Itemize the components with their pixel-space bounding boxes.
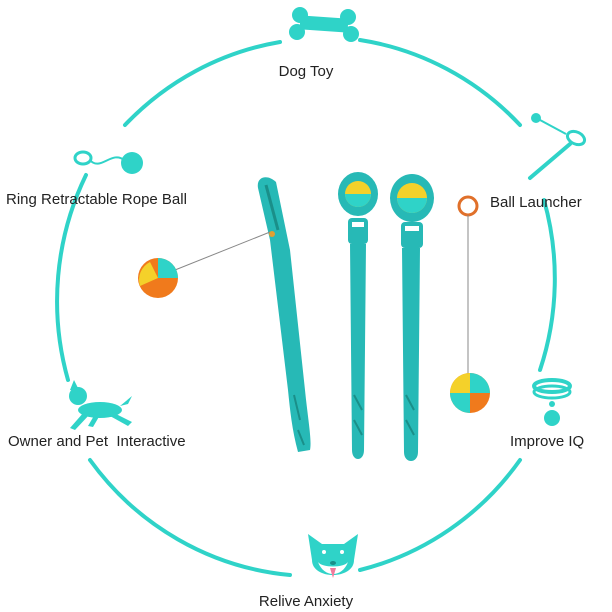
launcher-side-view: [169, 177, 311, 452]
ring-arc-1: [123, 40, 282, 127]
dog-running-icon: [69, 380, 132, 430]
label-relive-anxiety: Relive Anxiety: [258, 593, 354, 610]
label-ball-launcher: Ball Launcher: [490, 194, 582, 211]
launcher-icon: [528, 113, 587, 180]
rope-ball-icon: [73, 150, 143, 174]
ring-arc-4: [538, 198, 557, 372]
launcher-front-2: [390, 174, 434, 461]
label-dog-toy: Dog Toy: [278, 63, 334, 80]
ring-arc-6: [358, 458, 522, 572]
ring-arc-3: [55, 173, 88, 382]
collar-icon: [532, 378, 572, 426]
rope-ball-left: [138, 258, 178, 298]
label-improve-iq: Improve IQ: [510, 433, 585, 450]
cycle-ring: [55, 38, 557, 577]
ring-arc-5: [88, 458, 292, 577]
launcher-front-1: [338, 172, 378, 459]
rope-ball-right: [450, 195, 490, 413]
ring-arc-2: [358, 38, 522, 127]
bone-icon: [289, 7, 359, 42]
shiba-face-icon: [308, 534, 358, 578]
label-owner-and-pet-interactive: Owner and Pet Interactive: [8, 433, 186, 450]
label-ring-retractable-rope-ball: Ring Retractable Rope Ball: [6, 191, 187, 208]
